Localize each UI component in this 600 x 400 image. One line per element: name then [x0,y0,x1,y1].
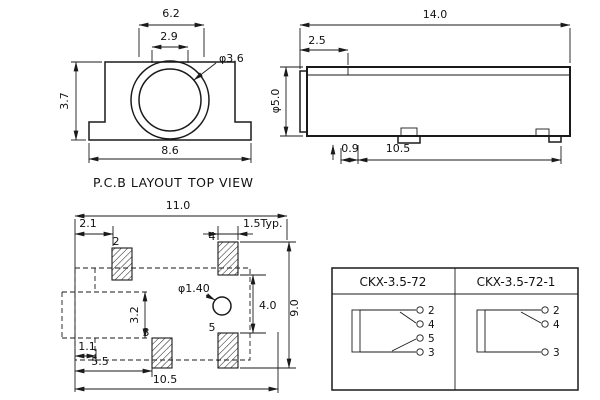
dim-pcb-hole-dia-label: φ1.40 [178,282,210,295]
side-foot-right [548,135,562,143]
pad-2-label: 2 [113,235,120,248]
dim-side-offset-label: 0.9 [341,142,359,155]
spec-table: CKX-3.5-72 CKX-3.5-72-1 2 4 5 3 2 [331,267,579,391]
terminal-circle [416,334,424,342]
jack-body-symbol-right [476,309,486,353]
dim-pcb-pad-offset-label: 2.1 [79,217,97,230]
right-pin-3-label: 3 [553,347,560,359]
pad-4 [217,241,239,276]
schematic-right: 2 4 3 [476,305,560,359]
caption-top-view: TOP VIEW [187,175,253,190]
left-pin-5-label: 5 [428,333,435,345]
dim-front-height-label: 3.7 [58,92,71,110]
caption-pcb-layout: P.C.B LAYOUT [93,175,182,190]
dim-front-bore-width-label: 2.9 [160,30,178,43]
dim-pcb-pad-span: 4.0 [240,274,277,334]
dim-front-bore-width: 2.9 [151,30,189,63]
side-front-flange [299,70,308,133]
left-pin-4-label: 4 [428,319,435,331]
pcb-layout-view: 2 4 3 5 11.0 2.1 1.5Typ. φ1.40 [61,199,301,393]
dim-pcb-pad3-offset-label: 5.5 [91,355,109,368]
dim-front-height: 3.7 [58,61,102,141]
front-outer-circle [130,60,210,140]
dim-side-span: 10.5 [357,142,562,164]
left-pin-2-label: 2 [428,305,435,317]
jack-body-symbol-left [351,309,361,353]
front-body-outline [88,61,252,141]
terminal-circle [541,306,549,314]
dim-front-base-width: 8.6 [88,143,252,163]
dim-pcb-pad-width-label: 1.5Typ. [243,217,283,230]
side-slot-right [535,128,550,137]
front-view: 6.2 2.9 3.7 8.6 φ3.6 P.C.B LAYOUT TOP VI… [58,7,253,190]
dim-front-base-width-label: 8.6 [161,144,179,157]
pad-5 [217,332,239,369]
terminal-circle [541,348,549,356]
schematic-left: 2 4 5 3 [351,305,435,359]
dim-front-body-width-label: 6.2 [162,7,180,20]
terminal-circle [416,320,424,328]
front-bore-circle [138,68,202,132]
table-header-left: CKX-3.5-72 [360,275,427,289]
dim-side-span-label: 10.5 [386,142,411,155]
pad-4-label: 4 [209,230,216,243]
dim-pcb-height-label: 9.0 [288,299,301,317]
dim-pcb-slot-height-label: 3.2 [128,306,141,324]
left-pin-3-label: 3 [428,347,435,359]
side-view: 14.0 2.5 φ5.0 0.9 10.5 [269,8,571,164]
pad-5-label: 5 [209,321,216,334]
side-body-outline [306,66,571,137]
dim-pcb-pad-offset: 2.1 [74,217,114,246]
dim-pcb-span-label: 10.5 [153,373,178,386]
terminal-circle [416,348,424,356]
dim-pcb-width: 11.0 [74,199,288,392]
dim-side-bushing: 2.5 [299,34,349,65]
dim-front-bore-dia-label: φ3.6 [219,52,244,65]
right-pin-2-label: 2 [553,305,560,317]
pcb-hole [212,296,232,316]
terminal-circle [416,306,424,314]
dim-front-bore-dia: φ3.6 [193,52,244,81]
terminal-circle [541,320,549,328]
dim-side-offset: 0.9 [330,142,359,164]
dim-pcb-pad-width: 1.5Typ. [203,217,283,240]
dim-side-dia-label: φ5.0 [269,89,282,114]
dim-pcb-pad3-offset: 5.5 [74,355,153,377]
dim-pcb-hole-dia: φ1.40 [178,282,216,301]
dim-pcb-span: 10.5 [74,332,279,393]
dim-pcb-pad-span-label: 4.0 [259,299,277,312]
dim-pcb-width-label: 11.0 [166,199,191,212]
dim-side-dia: φ5.0 [269,66,303,137]
dim-pcb-slot-height: 3.2 [128,291,148,339]
dim-pcb-offset-a-label: 1.1 [78,340,96,353]
side-slot-left [400,127,418,137]
dim-front-body-width: 6.2 [138,7,205,57]
dim-pcb-offset-a: 1.1 [74,340,97,362]
dim-side-length: 14.0 [299,8,571,69]
dim-pcb-height: 9.0 [240,241,301,369]
pad-2 [111,247,133,281]
dim-side-length-label: 14.0 [423,8,448,21]
table-header-right: CKX-3.5-72-1 [477,275,556,289]
pad-3 [151,337,173,369]
dim-side-bushing-label: 2.5 [308,34,326,47]
right-pin-4-label: 4 [553,319,560,331]
pad-3-label: 3 [143,326,150,339]
